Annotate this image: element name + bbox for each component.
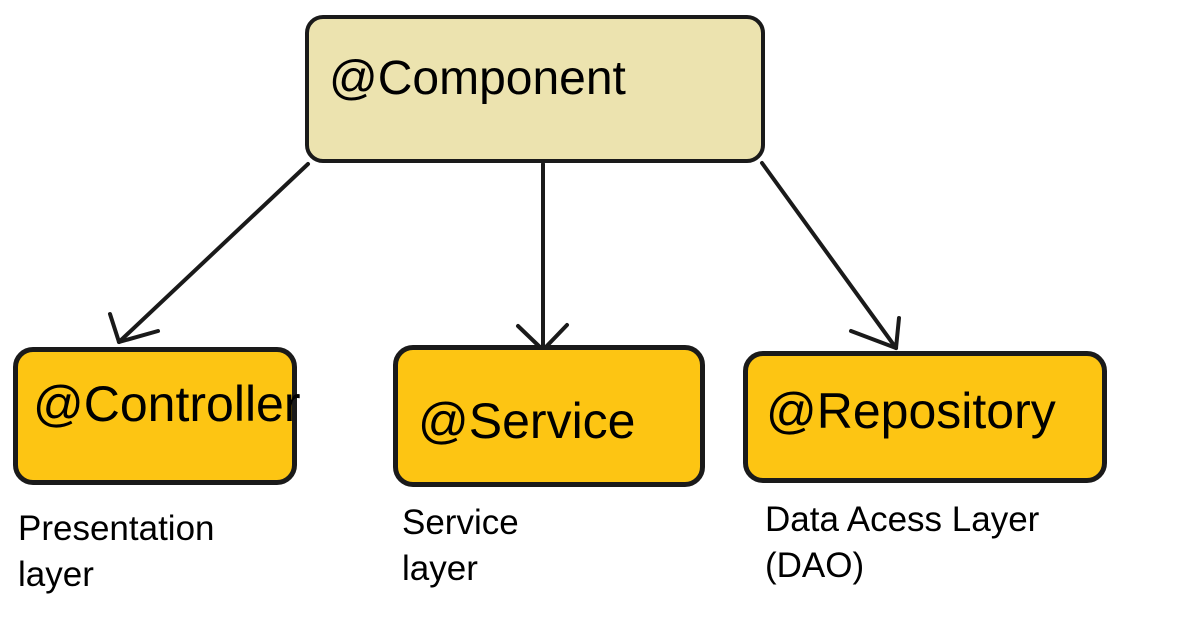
node-repository-label: @Repository — [766, 383, 1056, 439]
node-component-label: @Component — [329, 52, 626, 105]
arrow-component-to-repository — [760, 161, 901, 350]
node-controller-label: @Controller — [33, 376, 301, 432]
arrow-component-to-service — [516, 162, 569, 352]
node-repository: @Repository — [743, 351, 1107, 483]
arrow-component-to-controller — [108, 162, 310, 344]
caption-service-layer: Service layer — [402, 503, 519, 588]
node-controller: @Controller — [13, 347, 301, 485]
caption-data-access-layer: Data Acess Layer (DAO) — [765, 500, 1040, 585]
node-component: @Component — [305, 15, 765, 163]
node-service: @Service — [393, 345, 705, 487]
caption-presentation-layer: Presentation layer — [18, 509, 215, 594]
node-service-label: @Service — [418, 393, 636, 449]
